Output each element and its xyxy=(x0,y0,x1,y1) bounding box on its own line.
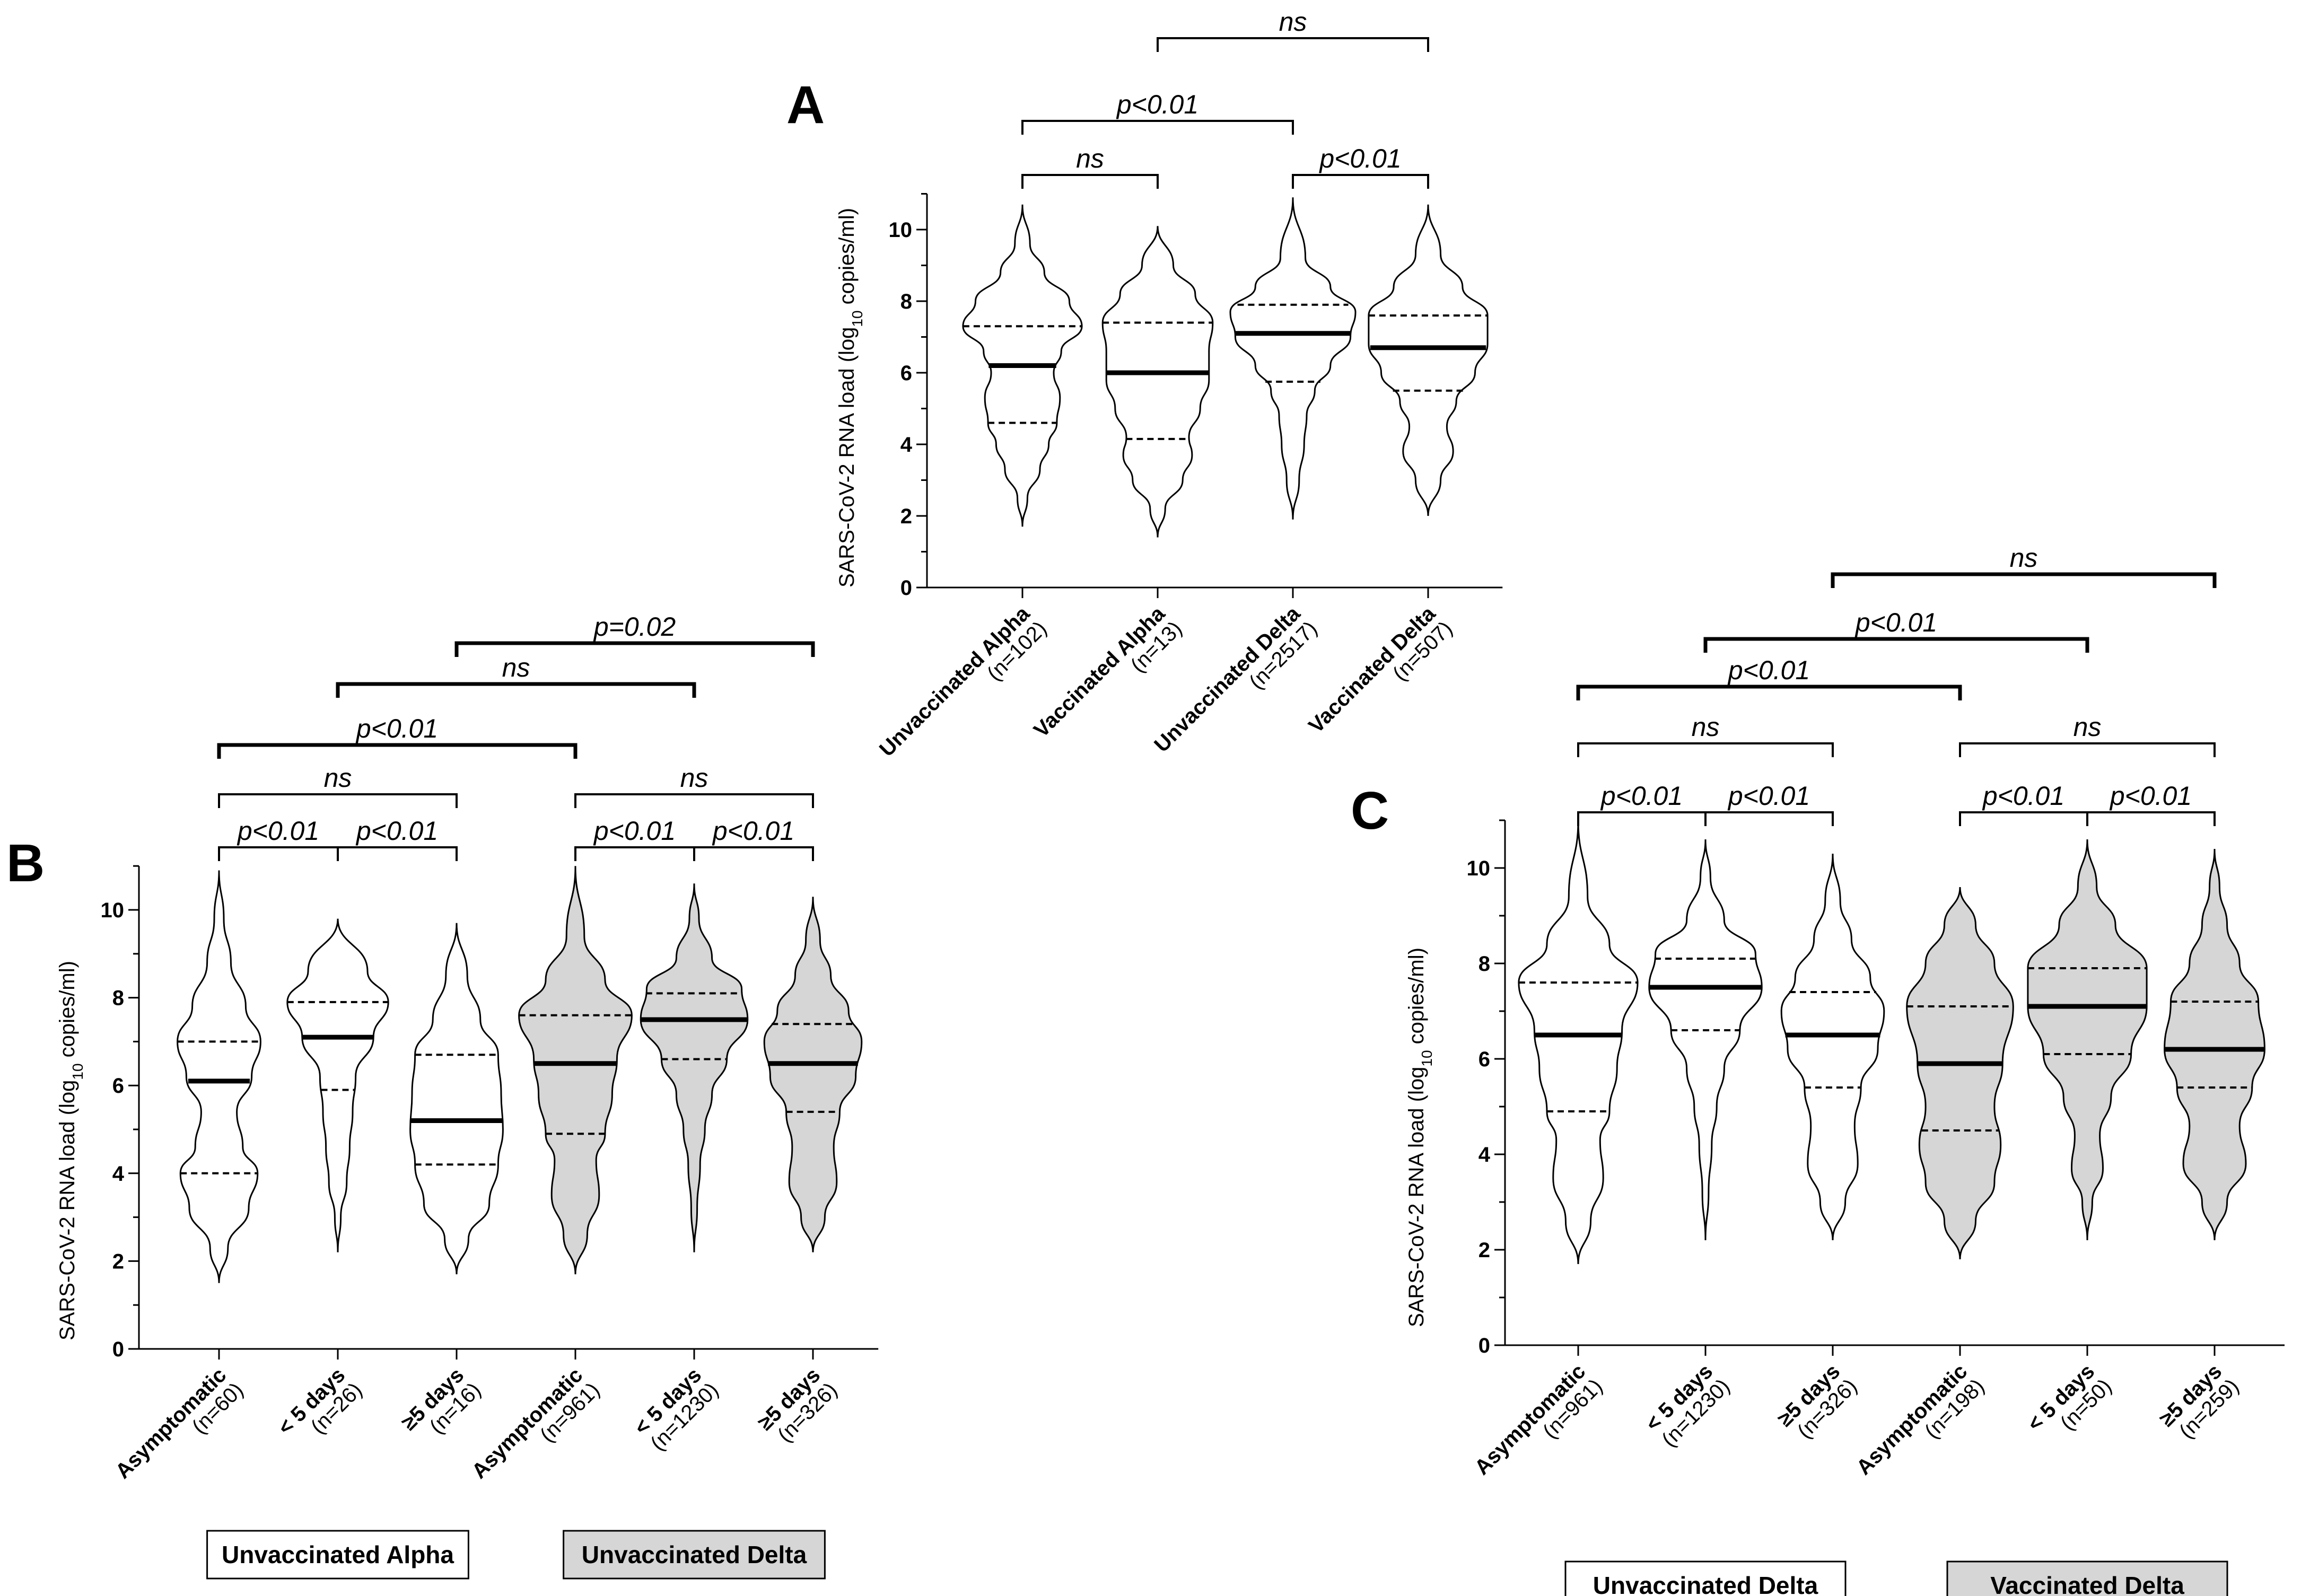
y-tick-label: 0 xyxy=(1478,1334,1490,1357)
significance-bracket xyxy=(217,743,578,759)
significance-label: p<0.01 xyxy=(355,714,438,743)
group-box xyxy=(1564,1560,1847,1596)
y-tick-label: 6 xyxy=(1478,1048,1490,1071)
violin-body xyxy=(518,865,633,1275)
significance-label: ns xyxy=(2010,543,2038,573)
significance-label: p<0.01 xyxy=(1318,144,1401,173)
group-box-label: Unvaccinated Alpha xyxy=(222,1541,454,1568)
y-tick-label: 10 xyxy=(101,899,125,922)
significance-bracket xyxy=(1577,742,1834,757)
significance-bracket xyxy=(1576,685,1962,700)
significance-label: p<0.01 xyxy=(355,816,438,846)
significance-label: p<0.01 xyxy=(1116,90,1198,119)
panel-letter: A xyxy=(786,75,825,135)
y-tick-label: 8 xyxy=(900,290,912,313)
violin-body xyxy=(1368,204,1489,516)
y-axis-label: SARS-CoV-2 RNA load (log10 copies/ml) xyxy=(56,961,86,1340)
significance-label: ns xyxy=(502,653,530,682)
significance-bracket xyxy=(1021,174,1159,189)
significance-label: p<0.01 xyxy=(237,816,319,846)
group-box-label: Vaccinated Delta xyxy=(1990,1572,2184,1596)
significance-label: p<0.01 xyxy=(712,816,794,846)
group-box-label: Unvaccinated Delta xyxy=(1593,1572,1818,1596)
y-tick-label: 10 xyxy=(889,218,913,242)
violin-body xyxy=(2164,848,2265,1241)
panel-letter: C xyxy=(1351,781,1389,840)
violin-body xyxy=(177,870,261,1283)
y-tick-label: 8 xyxy=(112,987,124,1010)
significance-label: ns xyxy=(1692,712,1720,742)
significance-bracket xyxy=(1021,120,1294,135)
significance-label: p=0.02 xyxy=(593,612,676,642)
group-box xyxy=(1946,1560,2228,1596)
violin-body xyxy=(1101,225,1214,538)
group-box-label: Unvaccinated Delta xyxy=(582,1541,807,1568)
significance-bracket xyxy=(1703,637,2089,653)
significance-label: p<0.01 xyxy=(1600,781,1683,811)
y-tick-label: 4 xyxy=(112,1162,125,1186)
y-tick-label: 0 xyxy=(900,576,912,600)
significance-bracket xyxy=(574,793,814,808)
y-tick-label: 6 xyxy=(112,1074,124,1098)
violin-body xyxy=(763,896,863,1252)
significance-bracket xyxy=(1292,174,1429,189)
violin-body xyxy=(640,882,749,1252)
group-box xyxy=(563,1530,826,1580)
group-box xyxy=(206,1530,469,1580)
significance-bracket xyxy=(454,641,815,657)
y-tick-label: 6 xyxy=(900,362,912,385)
significance-label: ns xyxy=(1279,7,1307,37)
significance-bracket xyxy=(218,793,458,808)
violin-body xyxy=(1229,196,1357,520)
significance-bracket xyxy=(693,846,814,861)
y-tick-label: 4 xyxy=(1478,1143,1491,1167)
panel-a: A 0 2 4 6 8 10 SARS-CoV-2 RNA load (log10 copie… xyxy=(786,7,1503,761)
significance-label: ns xyxy=(2073,712,2102,742)
significance-bracket xyxy=(337,846,458,861)
y-axis-label: SARS-CoV-2 RNA load (log10 copies/ml) xyxy=(835,208,865,587)
significance-label: p<0.01 xyxy=(593,816,676,846)
y-tick-label: 4 xyxy=(900,433,913,457)
significance-label: p<0.01 xyxy=(1727,781,1810,811)
significance-label: p<0.01 xyxy=(2109,781,2192,811)
significance-bracket xyxy=(2086,811,2216,826)
significance-bracket xyxy=(1959,742,2216,757)
y-axis-label: SARS-CoV-2 RNA load (log10 copies/ml) xyxy=(1405,948,1435,1327)
significance-label: ns xyxy=(680,763,708,793)
y-tick-label: 0 xyxy=(112,1338,124,1361)
significance-bracket xyxy=(336,682,696,698)
significance-label: p<0.01 xyxy=(1982,781,2064,811)
y-tick-label: 2 xyxy=(112,1250,124,1273)
y-tick-label: 2 xyxy=(900,505,912,528)
violin-body xyxy=(1648,839,1763,1241)
panel-letter: B xyxy=(6,834,45,893)
significance-bracket xyxy=(1157,37,1429,52)
significance-bracket xyxy=(1704,811,1834,826)
significance-label: ns xyxy=(324,763,352,793)
violin-body xyxy=(2027,838,2148,1241)
violin-body xyxy=(1906,887,2014,1260)
y-tick-label: 2 xyxy=(1478,1239,1490,1262)
significance-label: p<0.01 xyxy=(1727,655,1810,685)
y-tick-label: 8 xyxy=(1478,952,1490,976)
significance-label: p<0.01 xyxy=(1854,608,1937,637)
violin-body xyxy=(1780,853,1885,1241)
y-tick-label: 10 xyxy=(1467,857,1491,880)
significance-bracket xyxy=(1831,572,2217,588)
significance-label: ns xyxy=(1076,144,1104,173)
